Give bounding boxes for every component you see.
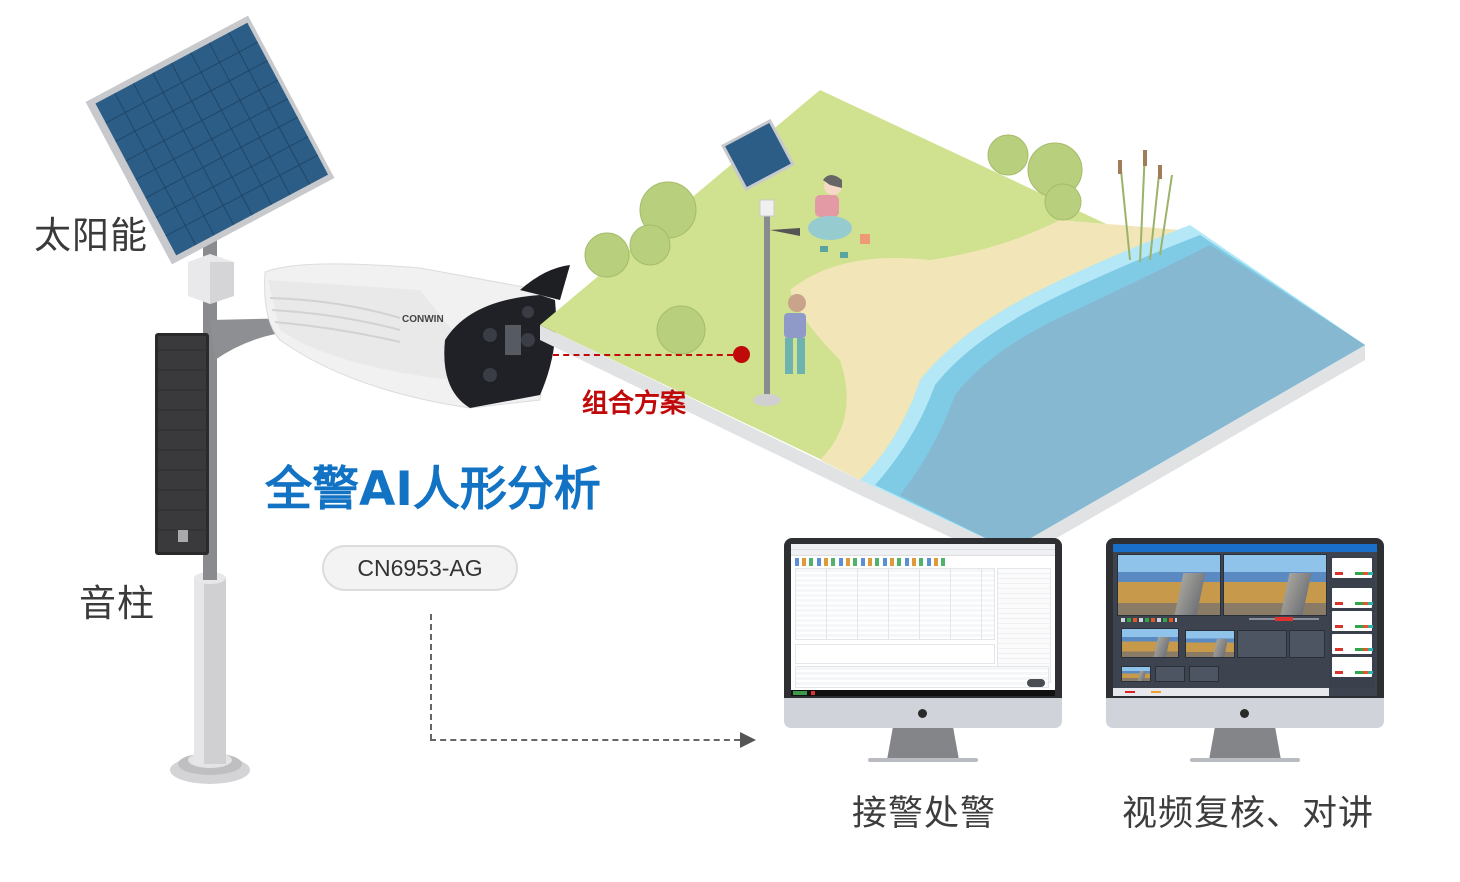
combination-pointer-dot <box>733 346 750 363</box>
model-number-text: CN6953-AG <box>357 554 483 581</box>
child-figure-icon <box>808 175 870 258</box>
video-thumb-1 <box>1121 628 1179 658</box>
status-bar <box>1113 688 1329 696</box>
combination-label: 组合方案 <box>582 389 687 419</box>
combination-pointer-line <box>553 354 733 356</box>
playback-slider <box>1249 617 1319 621</box>
connector-line-horizontal <box>430 739 740 741</box>
toolbar-icons <box>795 558 945 566</box>
lakeside-scene-icon <box>540 90 1365 565</box>
connector-line-vertical <box>430 614 432 740</box>
camera-brand-logo: CONWIN <box>402 314 444 325</box>
bullet-camera-icon: CONWIN <box>264 263 570 409</box>
alarm-card <box>1332 558 1372 578</box>
event-log-table <box>795 666 1049 688</box>
sub-table <box>795 644 995 664</box>
alarm-card <box>1332 634 1372 654</box>
monitor-video-review <box>1106 538 1384 764</box>
empty-slot-4 <box>1189 666 1219 682</box>
alarm-handling-screen <box>791 544 1055 696</box>
video-feed-playback <box>1223 554 1327 616</box>
arrow-right-icon <box>740 732 756 748</box>
video-thumb-3 <box>1121 666 1151 682</box>
speaker-column-label: 音柱 <box>79 582 155 625</box>
caption-alarm-handling: 接警处警 <box>852 794 997 834</box>
model-number-badge: CN6953-AG <box>322 545 518 591</box>
alarm-card <box>1332 611 1372 631</box>
monitor-alarm-handling <box>784 538 1062 764</box>
video-control-buttons <box>1121 618 1177 622</box>
video-review-screen <box>1113 544 1377 696</box>
empty-slot-3 <box>1155 666 1185 682</box>
monitor-foot <box>1190 758 1300 762</box>
monitor-logo-dot <box>918 709 927 718</box>
alarm-card <box>1332 657 1372 677</box>
video-feed-main <box>1117 554 1221 616</box>
monitor-stand <box>1209 728 1281 760</box>
joystick-icon <box>1027 679 1045 687</box>
alarm-card <box>1332 588 1372 608</box>
address-bar <box>791 550 1055 556</box>
monitor-stand <box>887 728 959 760</box>
empty-slot-1 <box>1237 630 1287 658</box>
solar-pole-icon <box>85 15 335 784</box>
window-titlebar <box>791 544 1055 550</box>
status-bar <box>791 690 1055 696</box>
empty-slot-2 <box>1289 630 1325 658</box>
alarm-table <box>795 568 995 640</box>
app-header <box>1113 544 1377 552</box>
video-thumb-2 <box>1185 630 1235 658</box>
monitor-logo-dot <box>1240 709 1249 718</box>
caption-video-review-intercom: 视频复核、对讲 <box>1122 794 1375 834</box>
boy-figure-icon <box>784 294 806 374</box>
monitor-foot <box>868 758 978 762</box>
main-title: 全警AI人形分析 <box>265 462 601 517</box>
solar-label: 太阳能 <box>34 214 148 257</box>
